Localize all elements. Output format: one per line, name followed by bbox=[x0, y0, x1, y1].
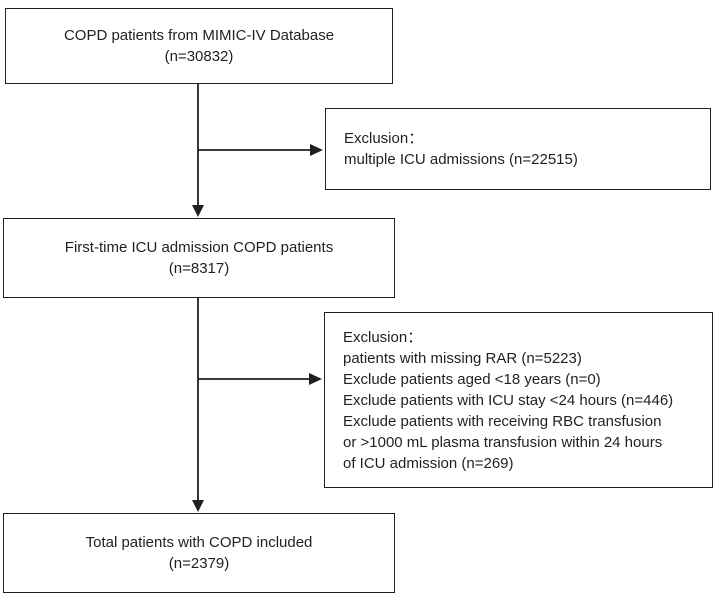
arrowhead-right-1 bbox=[310, 144, 323, 156]
node-exclusion-2: Exclusion： patients with missing RAR (n=… bbox=[324, 312, 713, 488]
node-total-included: Total patients with COPD included (n=237… bbox=[3, 513, 395, 593]
node-total-included-count: (n=2379) bbox=[168, 555, 230, 572]
arrowhead-down-1 bbox=[192, 205, 204, 217]
exclusion-2-item: Exclude patients with receiving RBC tran… bbox=[343, 412, 662, 430]
exclusion-2-item: Exclude patients with ICU stay <24 hours… bbox=[343, 391, 674, 409]
node-first-icu-admission: First-time ICU admission COPD patients (… bbox=[3, 218, 395, 298]
exclusion-1-title: Exclusion： bbox=[344, 130, 424, 147]
exclusion-2-item: of ICU admission (n=269) bbox=[343, 454, 514, 472]
node-total-included-label: Total patients with COPD included bbox=[85, 534, 313, 551]
node-source-population: COPD patients from MIMIC-IV Database (n=… bbox=[5, 8, 393, 84]
node-source-population-label: COPD patients from MIMIC-IV Database bbox=[63, 27, 335, 44]
exclusion-1-item: multiple ICU admissions (n=22515) bbox=[344, 151, 578, 168]
node-exclusion-1: Exclusion： multiple ICU admissions (n=22… bbox=[325, 108, 711, 190]
exclusion-2-item: Exclude patients aged <18 years (n=0) bbox=[343, 370, 601, 388]
exclusion-2-title: Exclusion： bbox=[343, 328, 423, 346]
node-source-population-count: (n=30832) bbox=[164, 48, 234, 65]
node-first-icu-admission-label: First-time ICU admission COPD patients bbox=[64, 239, 334, 256]
arrowhead-down-2 bbox=[192, 500, 204, 512]
node-first-icu-admission-count: (n=8317) bbox=[168, 260, 230, 277]
exclusion-2-item: or >1000 mL plasma transfusion within 24… bbox=[343, 433, 663, 451]
exclusion-2-item: patients with missing RAR (n=5223) bbox=[343, 349, 582, 367]
arrowhead-right-2 bbox=[309, 373, 322, 385]
